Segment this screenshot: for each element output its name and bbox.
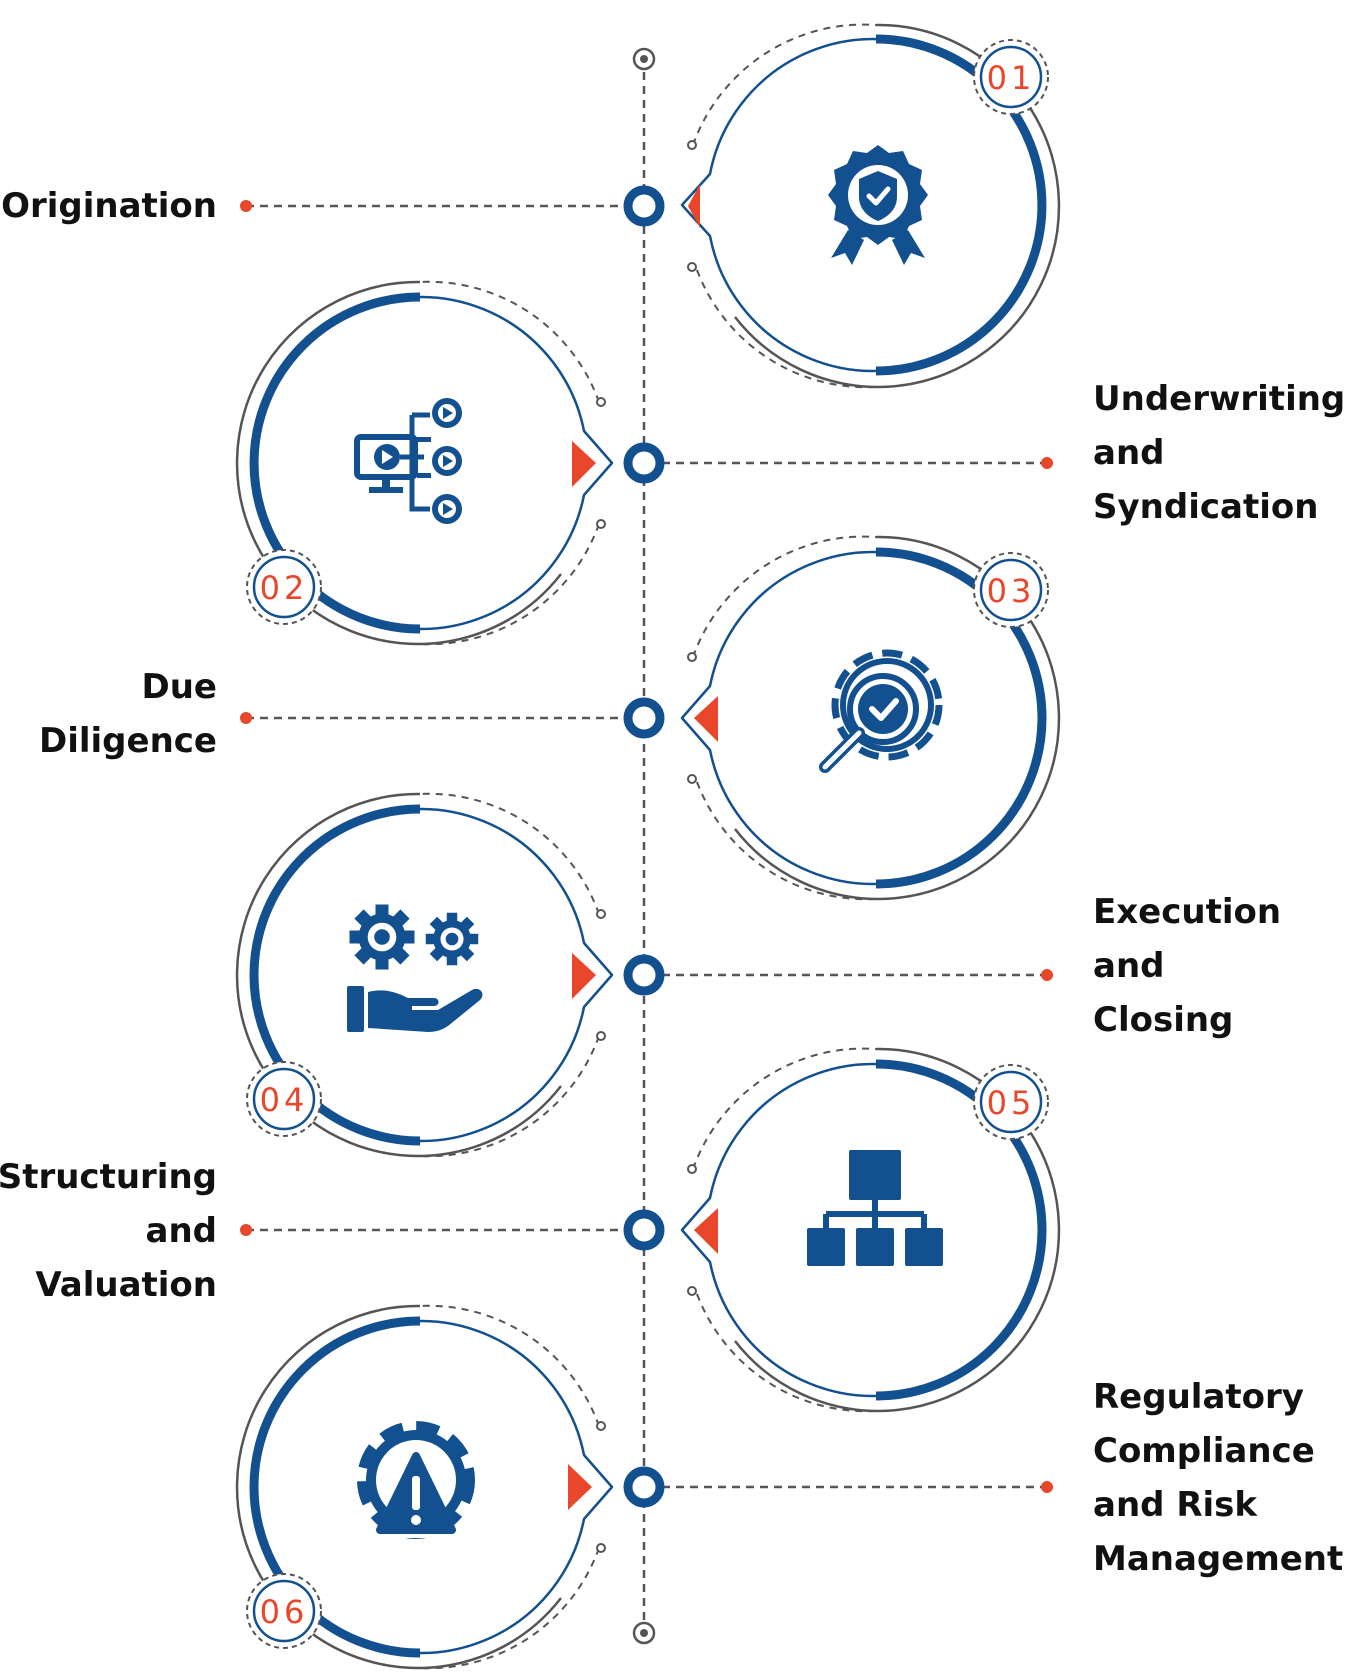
label-line: Origination bbox=[1, 186, 217, 226]
step-number-04: 04 bbox=[260, 1081, 309, 1119]
label-line: and bbox=[1093, 946, 1165, 986]
timeline-node-06 bbox=[623, 1466, 665, 1508]
step-03 bbox=[240, 535, 1061, 901]
label-line: Management bbox=[1093, 1539, 1344, 1579]
step-06 bbox=[235, 1304, 1053, 1670]
step-number-02: 02 bbox=[260, 569, 309, 607]
label-line: and bbox=[1093, 433, 1165, 473]
timeline-bottom-cap bbox=[632, 1621, 656, 1645]
label-line: Execution bbox=[1093, 892, 1282, 932]
step-number-05: 05 bbox=[987, 1084, 1036, 1122]
step-number-01: 01 bbox=[987, 59, 1036, 97]
gear-warning-icon bbox=[357, 1421, 475, 1539]
label-line: Syndication bbox=[1093, 487, 1319, 527]
hierarchy-chart-icon bbox=[807, 1150, 943, 1266]
step-label-01: Origination bbox=[1, 179, 217, 233]
step-05 bbox=[240, 1047, 1061, 1413]
gear-magnifier-check-icon bbox=[819, 649, 943, 773]
step-label-06: Regulatory Compliance and Risk Managemen… bbox=[1093, 1370, 1343, 1586]
label-line: Valuation bbox=[35, 1265, 217, 1305]
step-01 bbox=[240, 23, 1061, 389]
label-line: Regulatory bbox=[1093, 1377, 1304, 1417]
step-label-05: Structuring and Valuation bbox=[0, 1150, 217, 1312]
timeline-node-02 bbox=[623, 442, 665, 484]
label-line: and Risk bbox=[1093, 1485, 1258, 1525]
label-line: Underwriting bbox=[1093, 379, 1346, 419]
step-label-04: Execution and Closing bbox=[1093, 885, 1281, 1047]
label-line: and bbox=[145, 1211, 218, 1251]
step-number-06: 06 bbox=[260, 1593, 309, 1631]
timeline-node-01 bbox=[623, 185, 665, 227]
monitor-workflow-icon bbox=[354, 398, 462, 524]
label-line: Compliance bbox=[1093, 1431, 1315, 1471]
gears-hand-icon bbox=[347, 904, 483, 1032]
label-line: Closing bbox=[1093, 1000, 1234, 1040]
timeline-top-cap bbox=[632, 47, 656, 71]
timeline-node-05 bbox=[623, 1209, 665, 1251]
label-line: Due bbox=[141, 667, 218, 707]
timeline-node-03 bbox=[623, 697, 665, 739]
step-label-03: Due Diligence bbox=[39, 660, 217, 768]
step-label-02: Underwriting and Syndication bbox=[1093, 372, 1345, 534]
step-number-03: 03 bbox=[987, 572, 1036, 610]
step-04 bbox=[235, 792, 1053, 1158]
label-line: Structuring bbox=[0, 1157, 217, 1197]
label-line: Diligence bbox=[38, 721, 217, 761]
timeline-node-04 bbox=[623, 954, 665, 996]
step-02 bbox=[235, 280, 1053, 646]
